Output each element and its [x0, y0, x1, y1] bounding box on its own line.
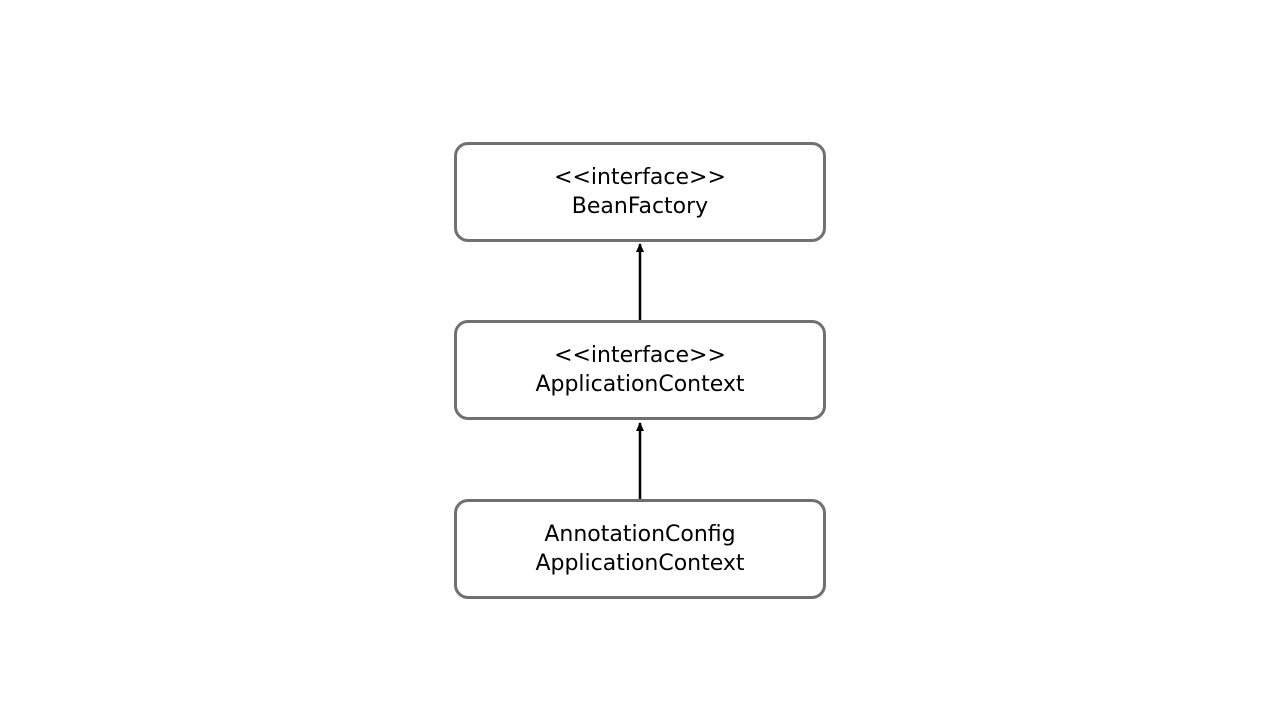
node-stereotype: <<interface>>: [554, 165, 726, 190]
node-name: BeanFactory: [571, 194, 709, 219]
node-name: ApplicationContext: [535, 372, 745, 397]
node-applicationcontext: <<interface>> ApplicationContext: [454, 320, 826, 420]
node-stereotype: <<interface>>: [554, 343, 726, 368]
node-name-line1: AnnotationConfig: [544, 522, 736, 547]
node-beanfactory: <<interface>> BeanFactory: [454, 142, 826, 242]
node-annotationconfigapplicationcontext: AnnotationConfig ApplicationContext: [454, 499, 826, 599]
node-name-line2: ApplicationContext: [535, 551, 745, 576]
